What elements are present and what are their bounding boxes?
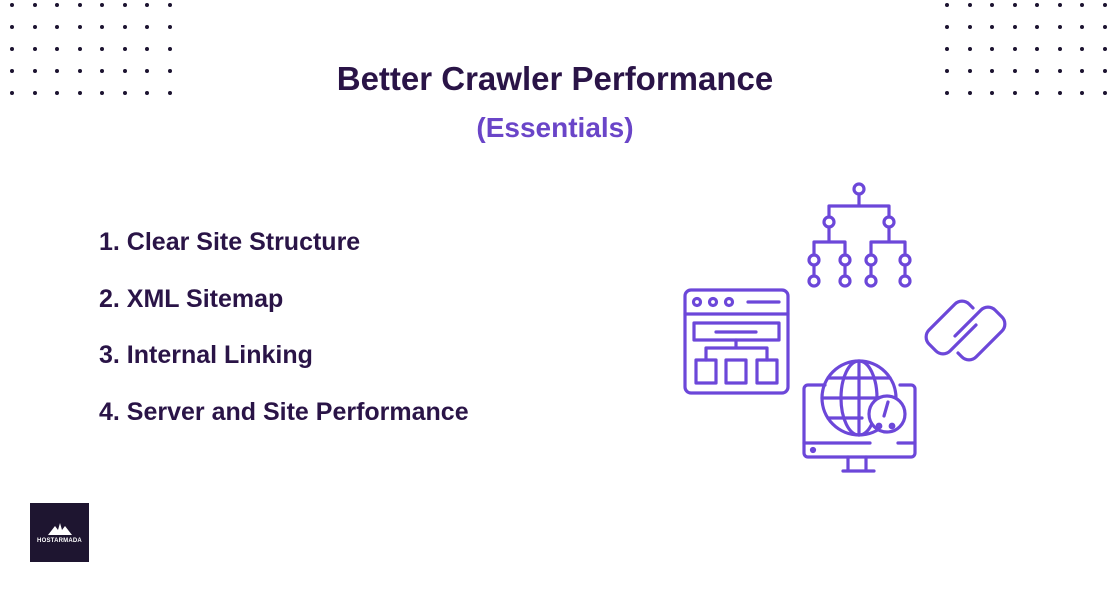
decorative-dot (32, 69, 37, 73)
decorative-dot (967, 47, 972, 51)
decorative-dot (145, 25, 149, 29)
decorative-dot (1012, 91, 1017, 95)
decorative-dot (1012, 3, 1017, 7)
decorative-dot (967, 91, 972, 95)
decorative-dot (167, 47, 172, 51)
decorative-dot (77, 25, 82, 29)
logo-mountain-icon (47, 523, 72, 535)
decorative-dot (10, 69, 14, 73)
decorative-dot (1102, 47, 1107, 51)
globe-monitor-speed-icon (802, 359, 917, 473)
decorative-dot (990, 3, 994, 7)
decorative-dot (145, 47, 149, 51)
decorative-dot (100, 47, 104, 51)
decorative-dot (1080, 47, 1084, 51)
decorative-dot (967, 25, 972, 29)
decorative-dot (77, 3, 82, 7)
decorative-dot (100, 91, 104, 95)
decorative-dot (1057, 47, 1062, 51)
decorative-dot (100, 69, 104, 73)
decorative-dot (1080, 25, 1084, 29)
decorative-dot (167, 69, 172, 73)
decorative-dot (122, 3, 127, 7)
decorative-dot (1057, 91, 1062, 95)
decorative-dot (167, 25, 172, 29)
decorative-dot (1102, 91, 1107, 95)
sitemap-window-icon (683, 288, 790, 395)
decorative-dot (100, 3, 104, 7)
decorative-dot (990, 47, 994, 51)
decorative-dot (945, 25, 949, 29)
site-hierarchy-icon (807, 182, 912, 288)
decorative-dot (32, 3, 37, 7)
decorative-dot (32, 91, 37, 95)
decorative-dot (145, 91, 149, 95)
decorative-dot (1102, 25, 1107, 29)
essentials-list: 1. Clear Site Structure 2. XML Sitemap 3… (99, 228, 469, 454)
decorative-dot (945, 91, 949, 95)
decorative-dot-grid-left (10, 3, 172, 95)
decorative-dot (77, 91, 82, 95)
decorative-dot (1102, 69, 1107, 73)
hostarmada-logo: HOSTARMADA (30, 503, 89, 562)
page-title: Better Crawler Performance (336, 60, 774, 97)
decorative-dot (1102, 3, 1107, 7)
decorative-dot (10, 47, 14, 51)
decorative-dot (55, 3, 59, 7)
decorative-dot (967, 69, 972, 73)
decorative-dot (990, 69, 994, 73)
decorative-dot (10, 3, 14, 7)
decorative-dot (1035, 25, 1039, 29)
decorative-dot (990, 91, 994, 95)
decorative-dot (1035, 47, 1039, 51)
decorative-dot (1080, 69, 1084, 73)
list-item: 1. Clear Site Structure (99, 228, 361, 256)
decorative-dot (122, 25, 127, 29)
decorative-dot (945, 69, 949, 73)
decorative-dot (1012, 69, 1017, 73)
decorative-dot (1035, 3, 1039, 7)
decorative-dot (945, 47, 949, 51)
decorative-dot (55, 25, 59, 29)
decorative-dot (1080, 3, 1084, 7)
decorative-dot (122, 47, 127, 51)
decorative-dot (1012, 47, 1017, 51)
decorative-dot (1057, 3, 1062, 7)
decorative-dot (77, 69, 82, 73)
decorative-dot (10, 25, 14, 29)
decorative-dot (945, 3, 949, 7)
decorative-dot (32, 47, 37, 51)
decorative-dot (1035, 91, 1039, 95)
decorative-dot (1035, 69, 1039, 73)
decorative-dot (1012, 25, 1017, 29)
decorative-dot (122, 69, 127, 73)
logo-text: HOSTARMADA (37, 538, 82, 544)
decorative-dot (10, 91, 14, 95)
list-item: 3. Internal Linking (99, 341, 313, 369)
decorative-dot (55, 91, 59, 95)
decorative-dot (167, 91, 172, 95)
decorative-dot (100, 25, 104, 29)
link-chain-icon (924, 299, 1007, 362)
decorative-dot (1057, 69, 1062, 73)
decorative-dot (122, 91, 127, 95)
decorative-dot (145, 69, 149, 73)
list-item: 4. Server and Site Performance (99, 397, 469, 426)
decorative-dot (55, 69, 59, 73)
decorative-dot (32, 25, 37, 29)
decorative-dot (1057, 25, 1062, 29)
decorative-dot (77, 47, 82, 51)
decorative-dot (967, 3, 972, 7)
decorative-dot (145, 3, 149, 7)
list-item: 2. XML Sitemap (99, 284, 284, 313)
decorative-dot (55, 47, 59, 51)
decorative-dot (1080, 91, 1084, 95)
decorative-dot-grid-right (945, 3, 1107, 95)
decorative-dot (167, 3, 172, 7)
decorative-dot (990, 25, 994, 29)
page-subtitle: (Essentials) (476, 112, 634, 143)
